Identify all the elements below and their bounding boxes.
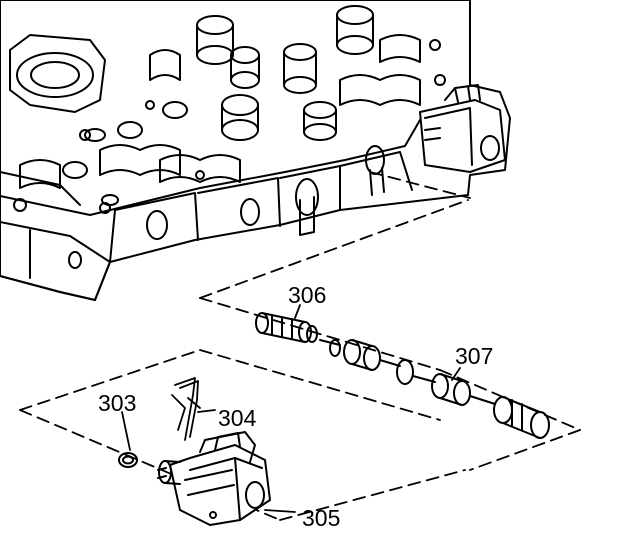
callout-304: 304 <box>218 405 257 431</box>
leader-lines <box>121 304 461 513</box>
callout-303: 303 <box>98 390 137 416</box>
part-305-solenoid <box>157 431 271 526</box>
callout-306: 306 <box>288 282 327 308</box>
part-307-valve-spool <box>319 339 550 439</box>
callout-305: 305 <box>302 505 341 531</box>
valve-body-casting <box>0 0 511 301</box>
part-306-sleeve <box>255 312 318 343</box>
part-304-retainer-clip <box>171 377 201 441</box>
callout-307: 307 <box>455 343 494 369</box>
part-303-o-ring <box>118 452 138 468</box>
